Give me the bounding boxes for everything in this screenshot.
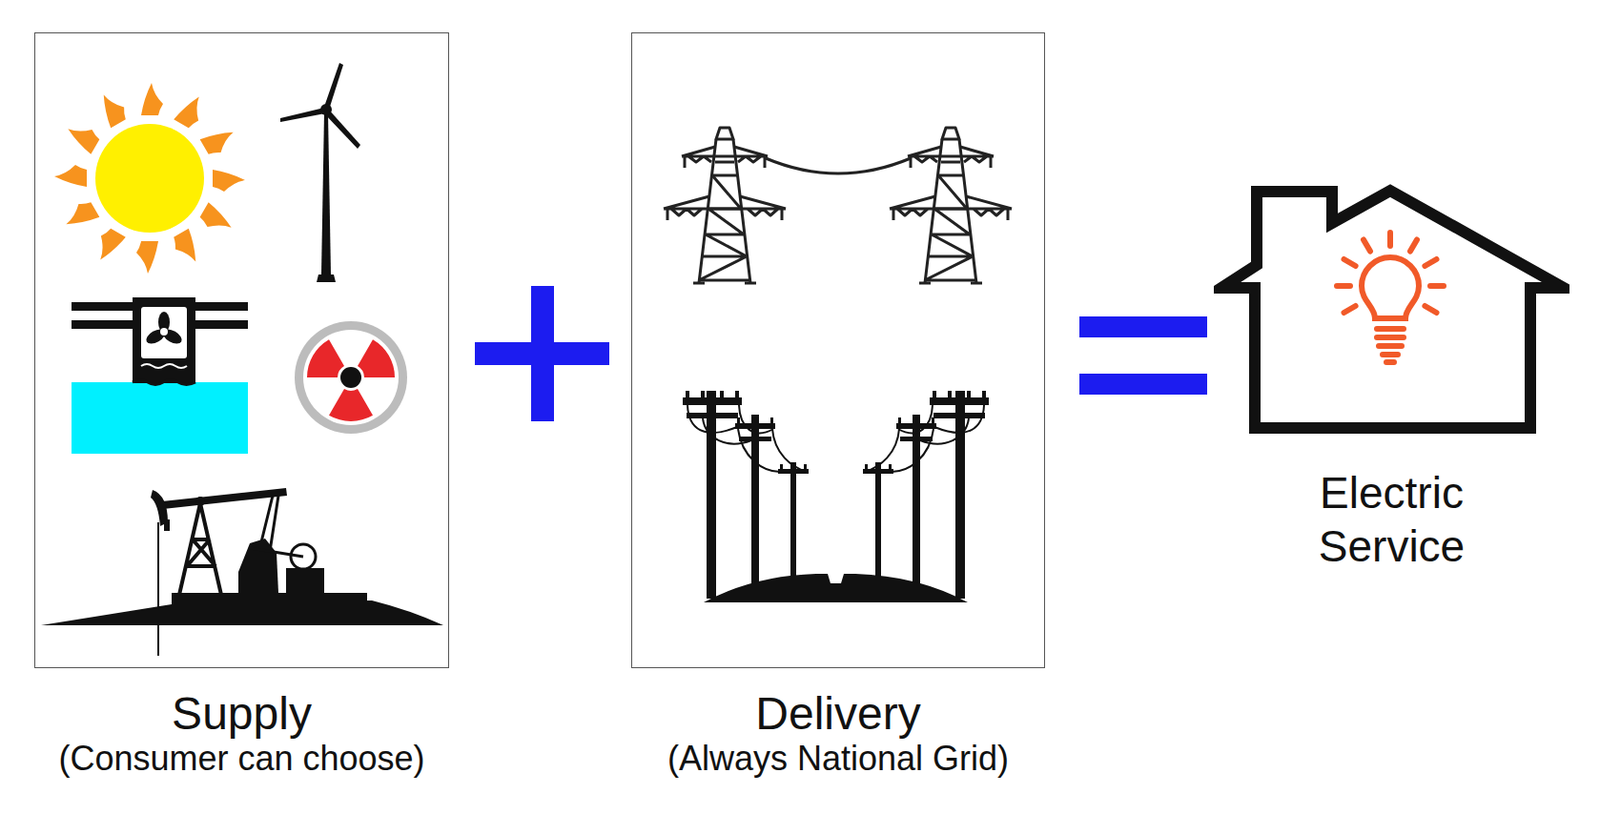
sun-icon bbox=[54, 82, 246, 274]
plus-sign bbox=[474, 286, 610, 422]
equals-sign bbox=[1079, 316, 1208, 395]
delivery-panel: Delivery(Always National Grid) bbox=[631, 32, 1046, 669]
house-caption: Electric Service bbox=[1194, 466, 1589, 574]
house-node: Electric Service bbox=[1213, 181, 1570, 582]
panel-title: Delivery bbox=[565, 688, 1111, 740]
supply-panel: Supply(Consumer can choose) bbox=[34, 32, 450, 669]
panel-title: Supply bbox=[0, 688, 515, 740]
nuclear-icon bbox=[294, 321, 408, 434]
utility-poles bbox=[682, 390, 989, 603]
panel-subtitle: (Consumer can choose) bbox=[0, 739, 515, 779]
oil-pump-icon bbox=[41, 488, 444, 657]
panel-caption: Delivery(Always National Grid) bbox=[565, 688, 1111, 779]
light-bulb-icon bbox=[1336, 232, 1444, 363]
panel-caption: Supply(Consumer can choose) bbox=[0, 688, 515, 779]
panel-subtitle: (Always National Grid) bbox=[565, 739, 1111, 779]
wind-turbine-icon bbox=[280, 62, 361, 283]
service-label: Electric Service bbox=[1268, 466, 1517, 574]
transmission-towers bbox=[663, 127, 1012, 284]
hydro-dam-icon bbox=[71, 297, 248, 454]
